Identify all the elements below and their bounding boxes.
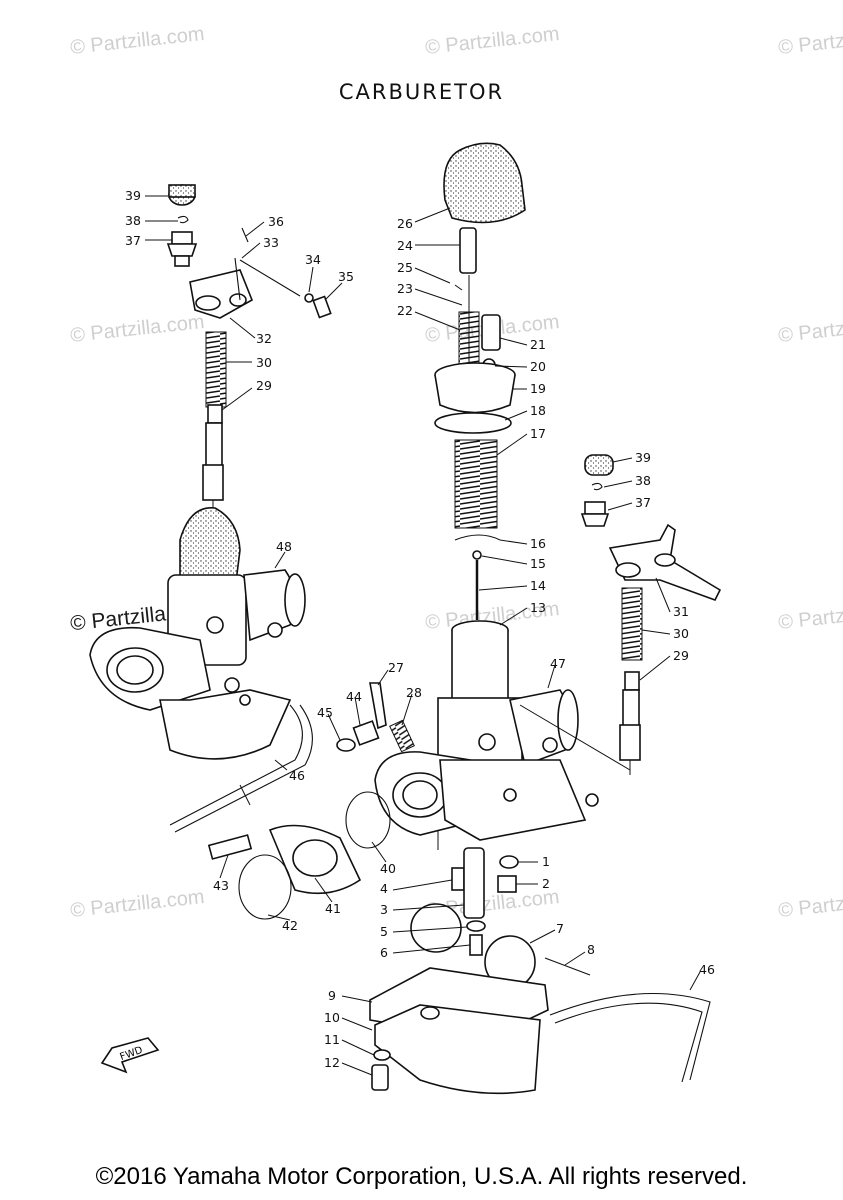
- part-number: 13: [530, 600, 546, 615]
- part-number: 24: [397, 238, 413, 253]
- part-number: 44: [346, 689, 362, 704]
- part-number: 11: [324, 1032, 340, 1047]
- part-number: 4: [380, 881, 388, 896]
- part-number: 15: [530, 556, 546, 571]
- center-carburetor-body: [374, 689, 631, 850]
- part-number: 43: [213, 878, 229, 893]
- part-number: 33: [263, 235, 279, 250]
- part-number: 35: [338, 269, 354, 284]
- part-number: 12: [324, 1055, 340, 1070]
- part-number: 19: [530, 381, 546, 396]
- part-number: 10: [324, 1010, 340, 1025]
- diagram-title: CARBURETOR: [338, 80, 505, 104]
- part-number: 17: [530, 426, 546, 441]
- part-number: 6: [380, 945, 388, 960]
- part-number: 1: [542, 854, 550, 869]
- part-number: 3: [380, 902, 388, 917]
- part-number: 7: [556, 921, 564, 936]
- part-number: 2: [542, 876, 550, 891]
- part-number: 23: [397, 281, 413, 296]
- part-number: 21: [530, 337, 546, 352]
- copyright-notice: ©2016 Yamaha Motor Corporation, U.S.A. A…: [95, 1163, 748, 1190]
- part-number: 28: [406, 685, 422, 700]
- part-number: 20: [530, 359, 546, 374]
- part-number: 37: [125, 233, 141, 248]
- part-number: 47: [550, 656, 566, 671]
- part-number: 37: [635, 495, 651, 510]
- part-number: 41: [325, 901, 341, 916]
- part-number: 8: [587, 942, 595, 957]
- part-number: 14: [530, 578, 546, 593]
- part-number: 22: [397, 303, 413, 318]
- part-number: 25: [397, 260, 413, 275]
- part-number: 34: [305, 252, 321, 267]
- part-number: 38: [635, 473, 651, 488]
- part-number: 5: [380, 924, 388, 939]
- part-number: 38: [125, 213, 141, 228]
- intake-joint-group: [207, 791, 391, 920]
- leader-lines: [145, 195, 701, 1076]
- part-number-labels: 39 38 37 36 33 34 35 32 30 29 26 24 25 2…: [125, 188, 715, 1070]
- part-number: 18: [530, 403, 546, 418]
- fwd-arrow: FWD: [100, 1037, 160, 1074]
- right-cable-adjuster-group: [580, 454, 722, 775]
- part-number: 29: [256, 378, 272, 393]
- pilot-screw-group: [336, 682, 415, 753]
- part-number: 29: [673, 648, 689, 663]
- part-number: 45: [317, 705, 333, 720]
- part-number: 40: [380, 861, 396, 876]
- throttle-slide-group: [434, 142, 526, 707]
- part-number: 39: [125, 188, 141, 203]
- part-number: 27: [388, 660, 404, 675]
- part-number: 42: [282, 918, 298, 933]
- part-number: 46: [699, 962, 715, 977]
- part-number: 46: [289, 768, 305, 783]
- part-number: 39: [635, 450, 651, 465]
- part-number: 31: [673, 604, 689, 619]
- part-number: 30: [673, 626, 689, 641]
- part-number: 48: [276, 539, 292, 554]
- part-number: 9: [328, 988, 336, 1003]
- part-number: 16: [530, 536, 546, 551]
- part-number: 32: [256, 331, 272, 346]
- float-bowl-assembly: [369, 847, 711, 1095]
- part-number: 26: [397, 216, 413, 231]
- part-number: 36: [268, 214, 284, 229]
- left-cable-adjuster-group: [166, 184, 198, 267]
- left-carburetor-assembly: [89, 507, 313, 833]
- part-number: 30: [256, 355, 272, 370]
- starter-plunger-lever-group: [189, 227, 332, 620]
